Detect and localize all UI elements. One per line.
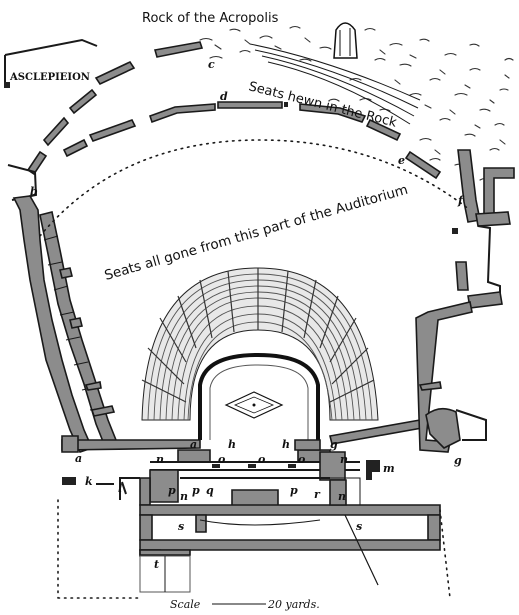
right-retaining-wall <box>415 149 515 453</box>
letter-g-center: g <box>330 438 338 451</box>
letter-n-left: n <box>156 453 164 466</box>
letter-p-right: p <box>290 484 298 497</box>
letter-n-right: n <box>340 453 348 466</box>
label-rock-of-the-acropolis: Rock of the Acropolis <box>142 11 279 26</box>
seat-line-dotted <box>39 139 471 237</box>
letter-n-lower2: n <box>338 490 346 503</box>
middle-curved-wall <box>62 101 442 180</box>
letter-o-right: o <box>298 453 305 466</box>
letter-o-left: o <box>218 453 225 466</box>
hewn-seat-rows <box>249 43 421 125</box>
letter-e: e <box>398 154 405 167</box>
letter-g-right: g <box>454 454 462 467</box>
auditorium-base-wall <box>61 419 423 453</box>
letter-p-left: p <box>168 484 176 497</box>
letter-t: t <box>154 558 159 571</box>
orchestra <box>198 352 320 440</box>
letter-a-left: a <box>75 452 82 465</box>
outer-auditorium-wall <box>26 41 204 176</box>
acropolis-monument <box>333 22 358 59</box>
letter-m: m <box>383 462 395 475</box>
left-retaining-wall <box>7 164 118 453</box>
remaining-seats <box>141 267 379 421</box>
asclepieion-area <box>4 38 98 88</box>
letter-k: k <box>85 475 93 488</box>
stage-buildings <box>119 439 441 586</box>
scale-value: 20 yards. <box>267 598 320 611</box>
letter-l: l <box>118 482 122 495</box>
letter-f: f <box>457 194 465 207</box>
letter-b: b <box>30 185 38 198</box>
letter-d: d <box>220 90 228 103</box>
letter-a-center: a <box>190 438 197 451</box>
letter-s-left: s <box>178 520 184 533</box>
scale-word: Scale <box>170 598 201 611</box>
misc-features <box>57 460 451 599</box>
letter-c: c <box>208 58 215 71</box>
letter-n-lower: n <box>180 490 188 503</box>
letter-q: q <box>206 484 214 497</box>
label-asclepieion: ASCLEPIEION <box>9 72 90 83</box>
letter-r: r <box>314 488 321 501</box>
letter-o-mid: o <box>258 453 265 466</box>
letter-h-right: h <box>282 438 290 451</box>
letter-p-mid: p <box>192 484 200 497</box>
letter-h-left: h <box>228 438 236 451</box>
letter-s-right: s <box>356 520 362 533</box>
